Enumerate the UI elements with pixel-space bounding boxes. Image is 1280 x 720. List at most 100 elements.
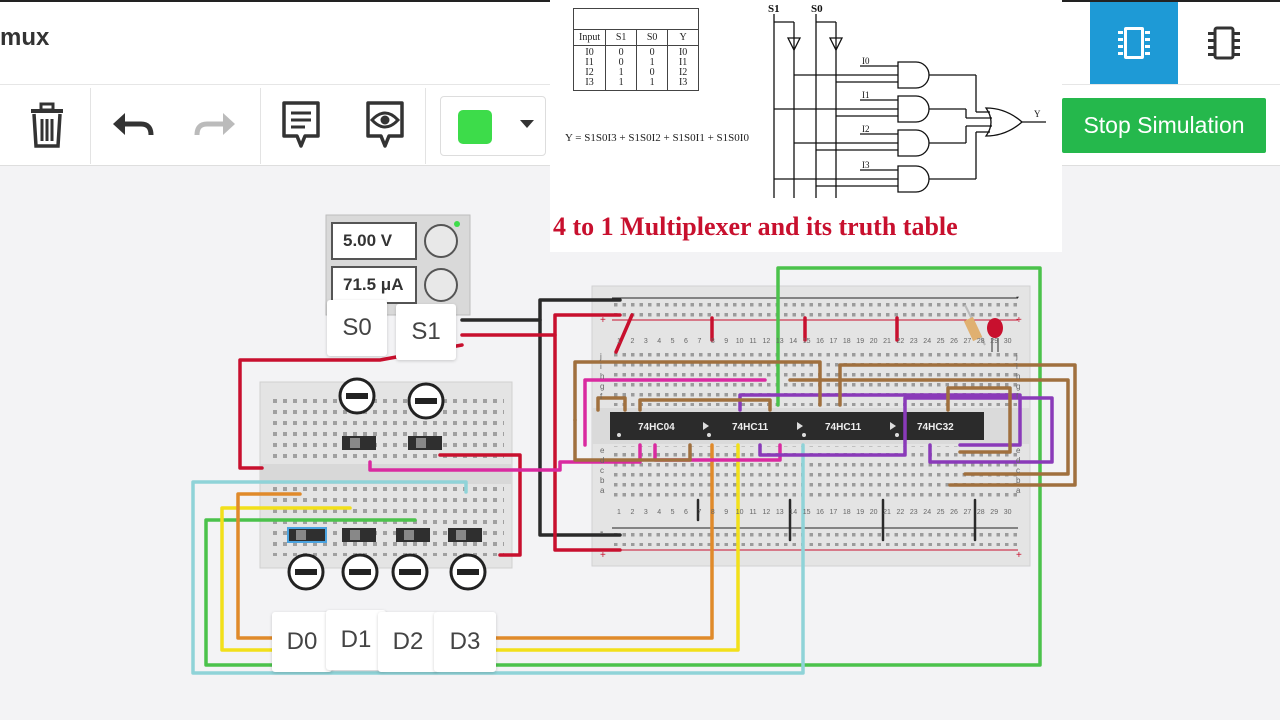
breadboard-column-number: 30 (1004, 338, 1012, 345)
truth-table-cell: 0 (649, 67, 655, 78)
breadboard-column-number: 30 (1004, 509, 1012, 516)
svg-text:+: + (600, 550, 606, 561)
truth-table-cell: 0 (618, 57, 624, 68)
breadboard-column-number: 3 (644, 509, 648, 516)
eye-icon (366, 101, 404, 148)
breadboard-column-number: 15 (803, 509, 811, 516)
truth-table-cell: I0 (585, 47, 594, 58)
svg-text:+: + (600, 315, 606, 326)
chip-list-icon (1208, 26, 1240, 60)
breadboard-column-number: 25 (937, 338, 945, 345)
circuit-title[interactable]: mux (0, 24, 50, 51)
redo-icon (194, 113, 235, 136)
breadboard-column-number: 17 (830, 509, 838, 516)
svg-text:-: - (600, 527, 603, 538)
breadboard-column-number: 16 (816, 338, 824, 345)
breadboard-column-number: 28 (977, 338, 985, 345)
breadboard-column-number: 21 (883, 338, 891, 345)
breadboard-row-letter: b (1016, 476, 1021, 485)
breadboard-row-letter: e (600, 446, 605, 455)
slide-switches[interactable] (287, 436, 482, 543)
breadboard-column-number: 16 (816, 509, 824, 516)
breadboard-column-number: 26 (950, 509, 958, 516)
switch-label-d0: D0 (272, 612, 332, 672)
breadboard-row-letter: h (1016, 372, 1020, 381)
delete-button[interactable] (18, 96, 76, 154)
breadboard-row-letter: e (1016, 446, 1021, 455)
breadboard-column-number: 2 (630, 509, 634, 516)
breadboard-column-number: 3 (644, 338, 648, 345)
breadboard-column-number: 5 (671, 509, 675, 516)
breadboard-column-number: 1 (617, 338, 621, 345)
breadboard-row-letter: g (1016, 382, 1020, 391)
toolbar-divider (90, 88, 91, 164)
breadboard-row-letter: d (600, 456, 604, 465)
breadboard-column-number: 12 (763, 338, 771, 345)
breadboard-column-number: 29 (990, 338, 998, 345)
breadboard-column-number: 9 (724, 509, 728, 516)
undo-button[interactable] (104, 96, 162, 154)
led[interactable] (963, 304, 1003, 352)
wire-color-swatch[interactable] (458, 110, 492, 144)
breadboard-row-letter: j (1015, 352, 1018, 361)
components-tab[interactable] (1090, 2, 1178, 84)
breadboard-column-number: 2 (630, 338, 634, 345)
breadboard-column-number: 23 (910, 509, 918, 516)
truth-table-cell: 0 (618, 47, 624, 58)
input-label-i3: I3 (862, 160, 870, 170)
breadboard-column-number: 25 (937, 509, 945, 516)
view-button[interactable] (356, 96, 414, 154)
truth-table-cell: 1 (649, 57, 655, 68)
breadboard-column-number: 11 (749, 338, 756, 345)
stop-simulation-button[interactable]: Stop Simulation (1062, 98, 1266, 153)
breadboard-column-number: 27 (964, 338, 972, 345)
select-label-s1: S1 (768, 3, 780, 15)
truth-table: Input S1 S0 Y I0 I1 I2 I3 0 0 1 1 0 1 0 … (572, 8, 700, 91)
wires[interactable] (191, 266, 1077, 675)
breadboard-column-number: 6 (684, 338, 688, 345)
breadboard-column-number: 10 (736, 338, 744, 345)
chip-label: 74HC04 (638, 422, 675, 433)
switch-toggle-buttons[interactable] (287, 377, 487, 591)
breadboard-column-number: 24 (923, 509, 931, 516)
input-label-i2: I2 (862, 124, 870, 134)
breadboard-column-number: 4 (657, 338, 661, 345)
breadboard-column-number: 10 (736, 509, 744, 516)
breadboard-row-letter: a (1016, 486, 1021, 495)
redo-button[interactable] (186, 96, 244, 154)
toolbar-divider (425, 88, 426, 164)
component-list-tab[interactable] (1180, 2, 1268, 84)
breadboard-column-number: 21 (883, 509, 891, 516)
truth-table-cell: I2 (678, 67, 688, 78)
breadboard-row-letter: b (600, 476, 605, 485)
breadboard-column-numbers: 1122334455667788991010111112121313141415… (617, 338, 1012, 516)
breadboard-column-number: 18 (843, 509, 851, 516)
breadboard-row-letter: a (600, 486, 605, 495)
breadboard-column-number: 15 (803, 338, 811, 345)
truth-table-cell: 0 (649, 47, 655, 58)
truth-table-cell: I3 (678, 77, 688, 88)
chevron-down-icon[interactable] (520, 120, 534, 128)
ic-chips[interactable] (610, 412, 984, 440)
breadboard-column-number: 19 (856, 509, 864, 516)
breadboard-column-number: 20 (870, 509, 878, 516)
switch-label-d3: D3 (434, 612, 496, 672)
breadboard-column-number: 13 (776, 509, 784, 516)
breadboard-row-letter: f (600, 392, 603, 401)
trash-icon (31, 102, 63, 148)
breadboard-row-letter: g (600, 382, 604, 391)
notes-button[interactable] (272, 96, 330, 154)
switch-label-s0: S0 (327, 300, 387, 356)
truth-table-cell: 1 (649, 77, 655, 88)
breadboard-column-number: 26 (950, 338, 958, 345)
breadboard-column-number: 7 (697, 338, 701, 345)
current-readout: 71.5 μA (331, 266, 417, 304)
breadboard-row-letter: d (1016, 456, 1020, 465)
breadboard-column-number: 13 (776, 338, 784, 345)
switch-label-d1: D1 (326, 610, 386, 670)
toolbar-divider (260, 88, 261, 164)
truth-table-cell: 1 (618, 77, 624, 88)
breadboard-column-number: 22 (897, 338, 905, 345)
truth-table-cell: I1 (585, 57, 594, 68)
